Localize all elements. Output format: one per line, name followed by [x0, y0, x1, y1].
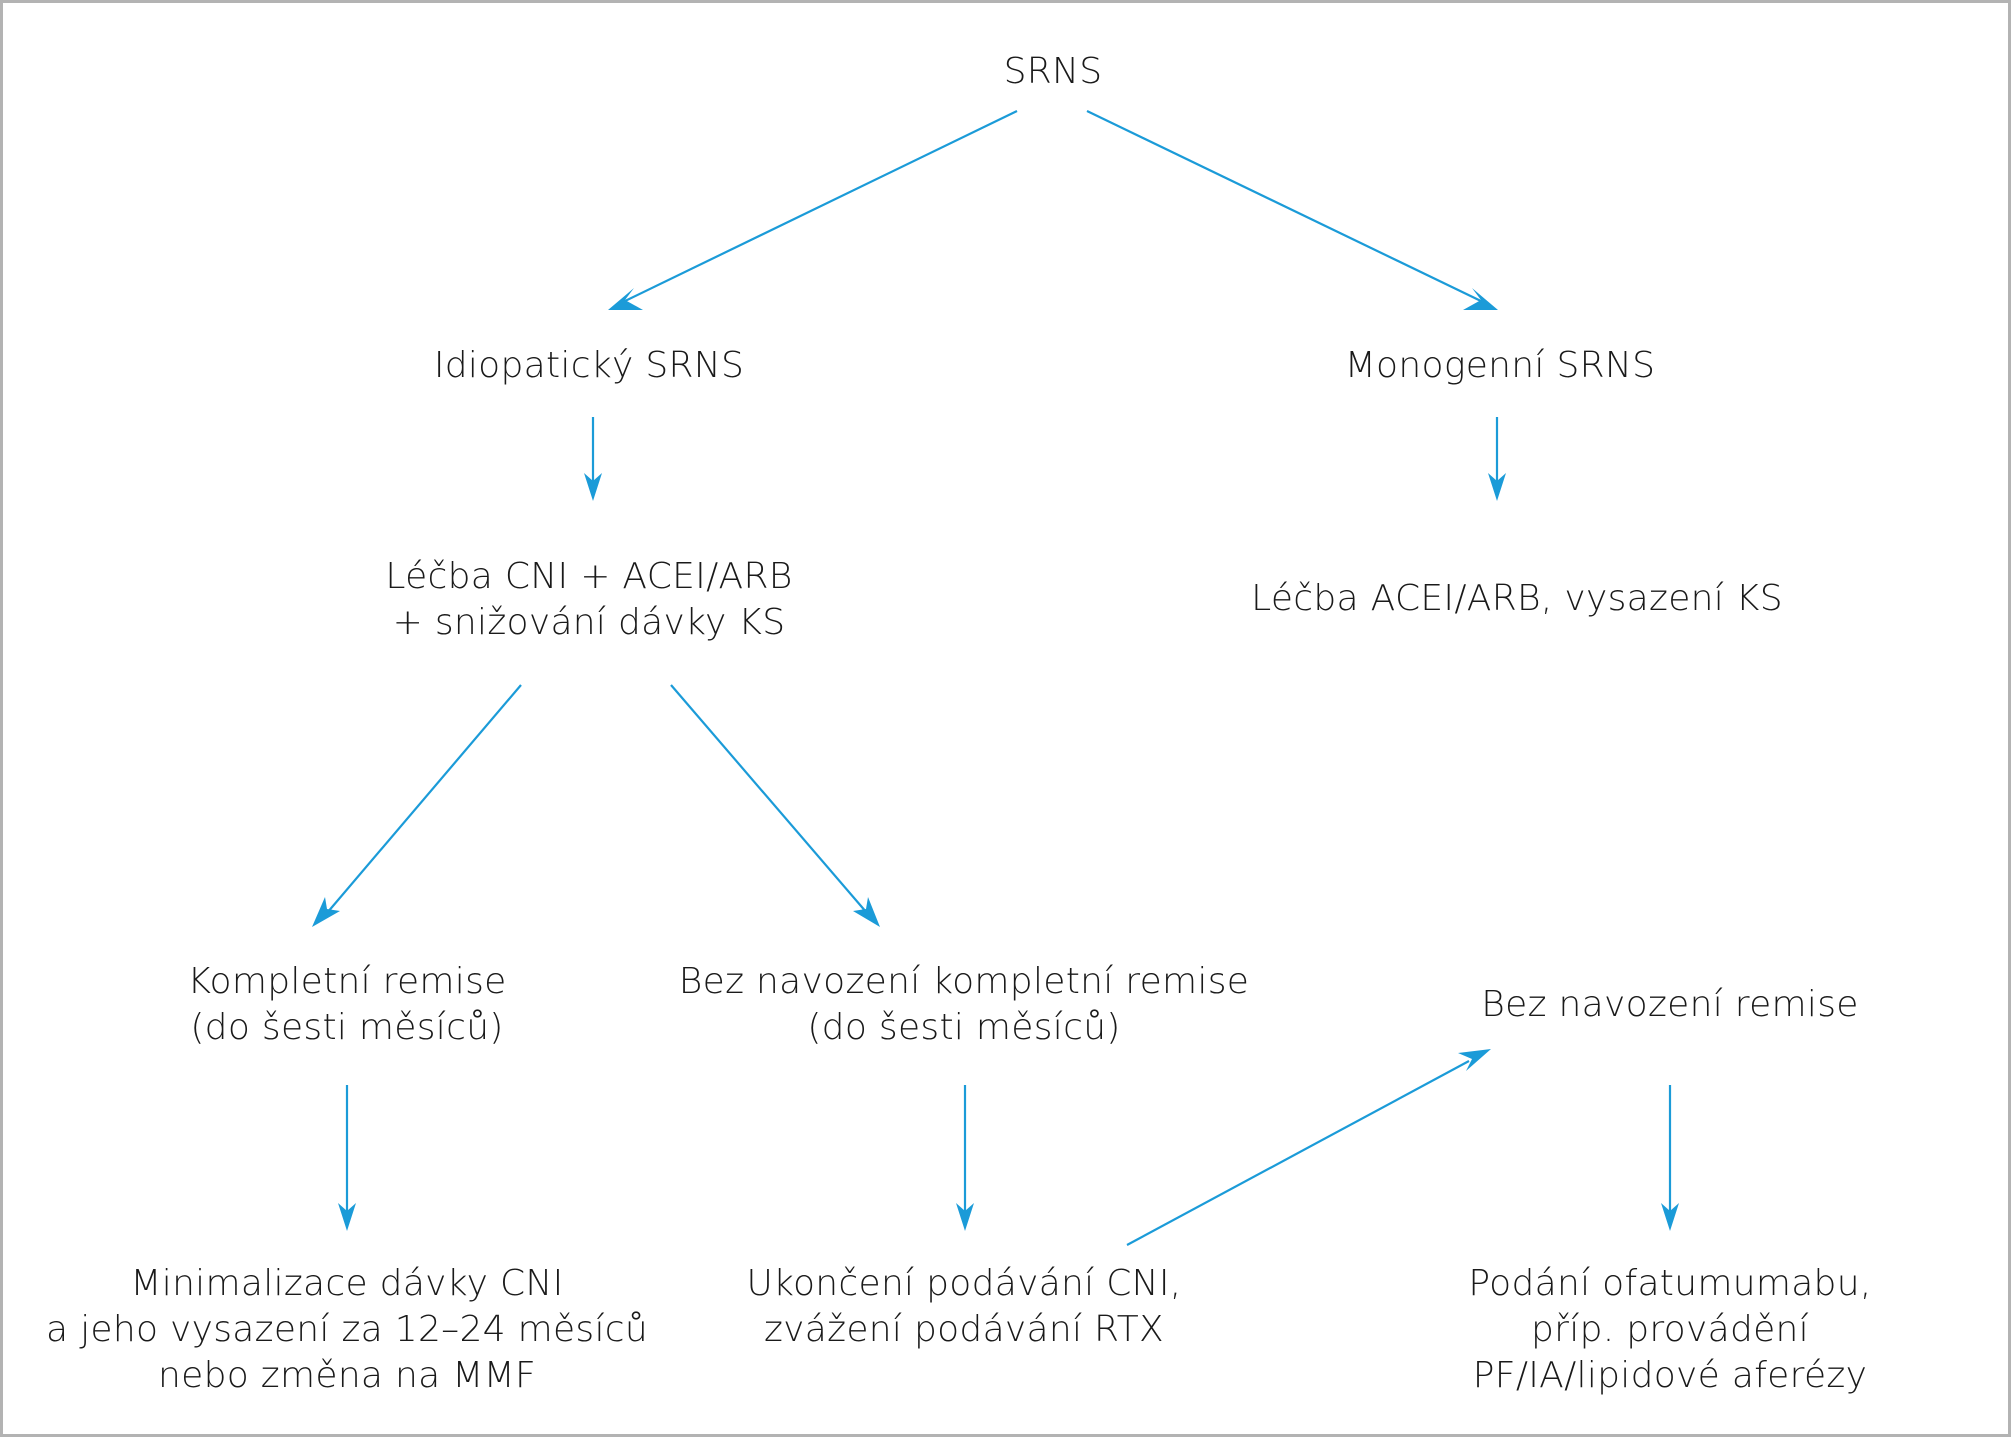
node-srns: SRNS — [1004, 49, 1103, 95]
arrowhead-idiopathic — [608, 288, 643, 310]
node-treatment-cni-line-1: Léčba CNI + ACEI/ARB — [385, 556, 793, 597]
node-complete-remission-line-2: (do šesti měsíců) — [190, 1007, 504, 1048]
arrow-layer — [312, 110, 1679, 1246]
node-minimize-cni: Minimalizace dávky CNI a jeho vysazení z… — [46, 1261, 648, 1399]
arrowhead-treatment-acei — [1488, 473, 1506, 501]
arrowhead-ofatumumab — [1661, 1203, 1679, 1231]
arrowhead-no-remission — [1458, 1049, 1491, 1071]
arrowhead-monogenic — [1463, 288, 1498, 310]
arrow-stop-cni-to-no-remission — [1126, 1060, 1470, 1246]
arrowhead-no-complete-remission — [853, 897, 880, 927]
node-monogenic-srns: Monogenní SRNS — [1345, 343, 1656, 389]
node-treatment-acei: Léčba ACEI/ARB, vysazení KS — [1251, 576, 1783, 622]
arrow-treatment-to-complete-remission — [326, 684, 522, 914]
node-srns-line-1: SRNS — [1003, 51, 1103, 92]
node-treatment-acei-line-1: Léčba ACEI/ARB, vysazení KS — [1251, 578, 1783, 619]
node-stop-cni-line-2: zvážení podávání RTX — [763, 1309, 1165, 1350]
arrow-srns-to-idiopathic — [622, 110, 1018, 303]
node-complete-remission-line-1: Kompletní remise — [187, 961, 507, 1002]
arrowhead-complete-remission — [312, 897, 340, 927]
arrow-treatment-to-no-complete-remission — [670, 684, 868, 914]
node-ofatumumab: Podání ofatumumabu, příp. provádění PF/I… — [1468, 1261, 1871, 1399]
node-minimize-cni-line-3: nebo změna na MMF — [158, 1355, 536, 1396]
node-no-complete-remission-line-2: (do šesti měsíců) — [807, 1007, 1121, 1048]
node-ofatumumab-line-2: příp. provádění — [1531, 1309, 1809, 1350]
node-no-remission: Bez navození remise — [1481, 982, 1858, 1028]
node-ofatumumab-line-3: PF/IA/lipidové aferézy — [1472, 1355, 1868, 1396]
node-idiopathic-line-1: Idiopatický SRNS — [433, 345, 745, 386]
arrowhead-stop-cni — [956, 1203, 974, 1231]
arrowhead-treatment-cni — [584, 473, 602, 501]
node-monogenic-line-1: Monogenní SRNS — [1344, 345, 1656, 386]
node-treatment-cni-line-2: + snižování dávky KS — [392, 602, 786, 643]
node-complete-remission: Kompletní remise (do šesti měsíců) — [187, 959, 506, 1051]
node-no-complete-remission-line-1: Bez navození kompletní remise — [678, 961, 1250, 1002]
node-idiopathic-srns: Idiopatický SRNS — [434, 343, 744, 389]
node-stop-cni: Ukončení podávání CNI, zvážení podávání … — [746, 1261, 1181, 1353]
node-stop-cni-line-1: Ukončení podávání CNI, — [746, 1263, 1182, 1304]
node-treatment-cni: Léčba CNI + ACEI/ARB + snižování dávky K… — [385, 554, 792, 646]
arrow-srns-to-monogenic — [1086, 110, 1484, 303]
node-ofatumumab-line-1: Podání ofatumumabu, — [1468, 1263, 1872, 1304]
node-no-remission-line-1: Bez navození remise — [1481, 984, 1859, 1025]
node-minimize-cni-line-2: a jeho vysazení za 12–24 měsíců — [45, 1309, 649, 1350]
arrowhead-minimize — [338, 1203, 356, 1231]
node-minimize-cni-line-1: Minimalizace dávky CNI — [130, 1263, 564, 1304]
node-no-complete-remission: Bez navození kompletní remise (do šesti … — [679, 959, 1249, 1051]
